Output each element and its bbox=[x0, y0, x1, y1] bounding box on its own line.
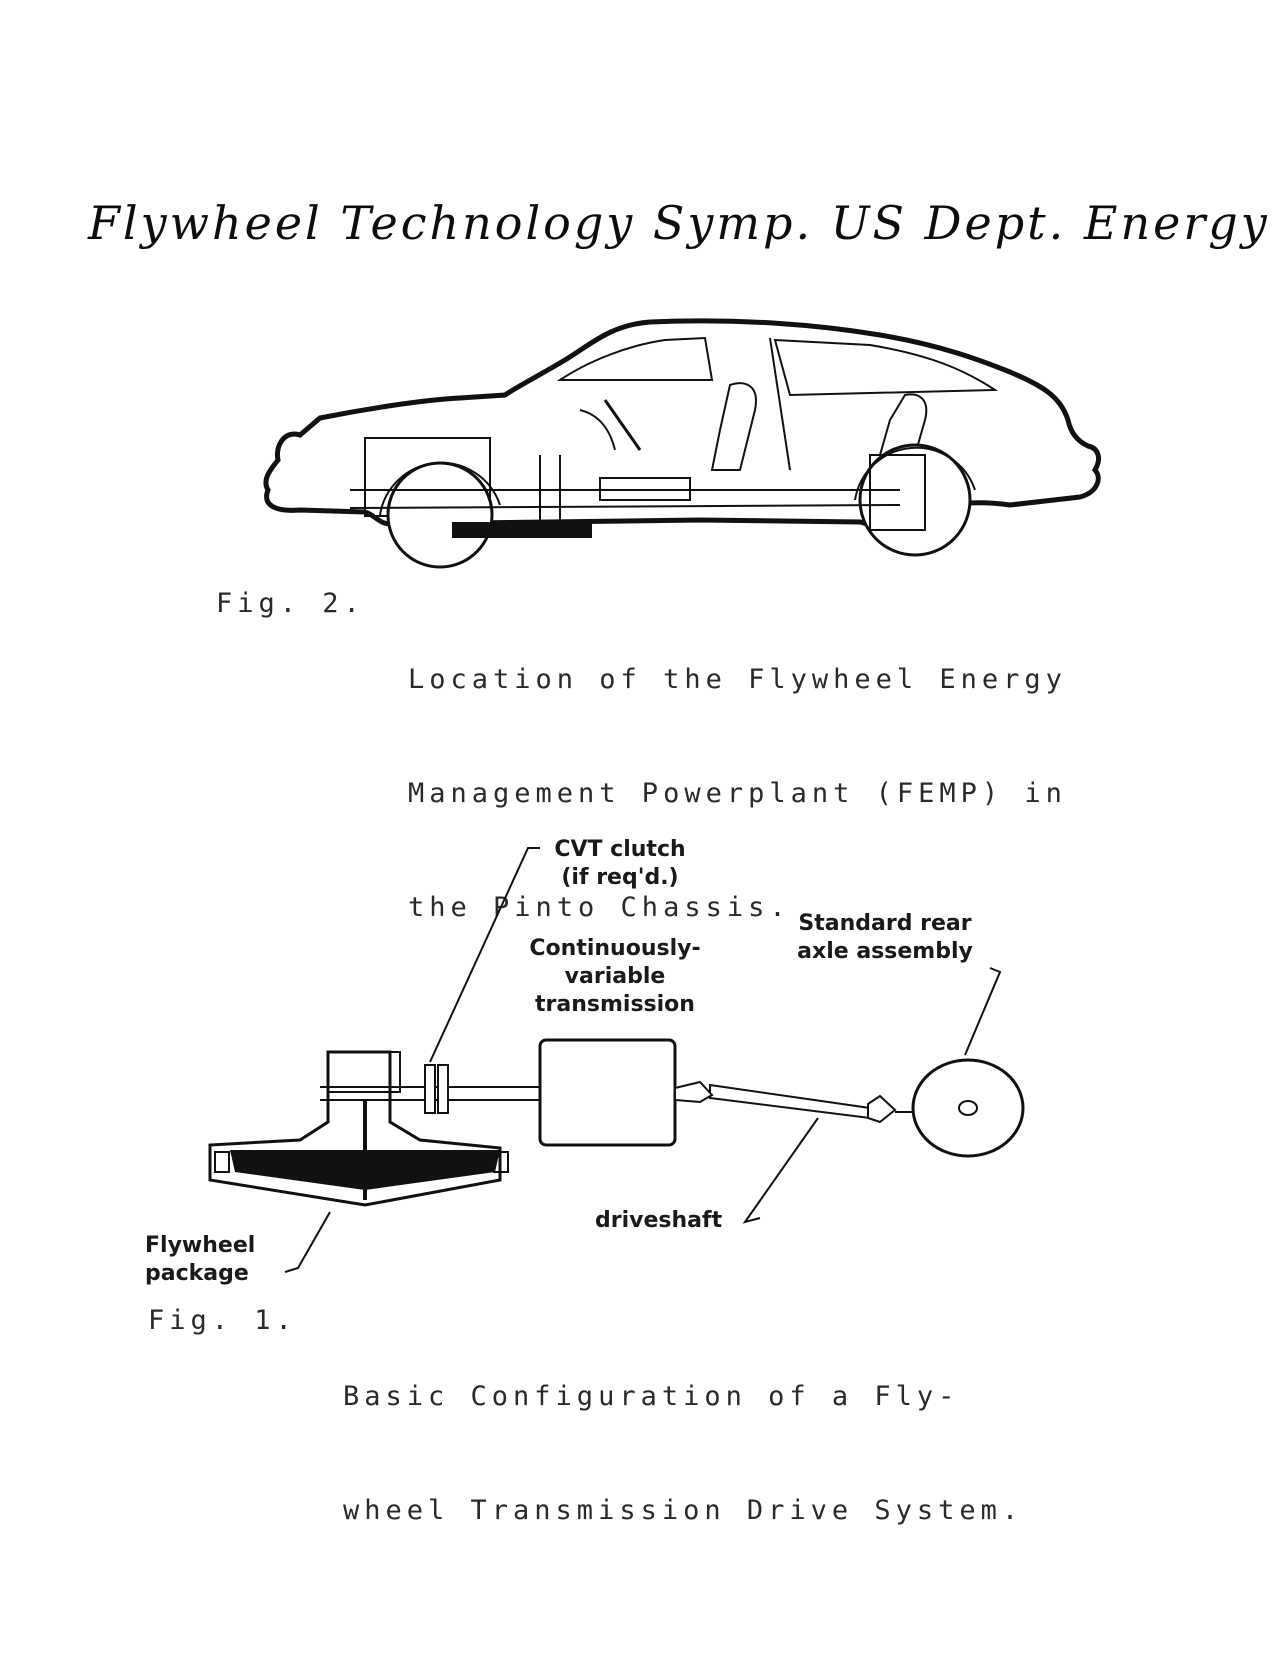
cvt-label-line-2: variable bbox=[564, 964, 666, 989]
cvt-clutch bbox=[424, 1064, 436, 1114]
rear-axle-label: Standard rear axle assembly bbox=[775, 910, 995, 966]
figure-2-caption-line-2: Management Powerplant (FEMP) in bbox=[408, 778, 1067, 809]
rear-axle-assembly bbox=[911, 1058, 1025, 1158]
driveshaft-label: driveshaft bbox=[595, 1208, 723, 1233]
cvt-box bbox=[538, 1038, 677, 1147]
rear-axle-label-line-2: axle assembly bbox=[797, 939, 973, 964]
flywheel-package-label: Flywheel package bbox=[145, 1232, 255, 1288]
rear-wheel bbox=[858, 443, 972, 557]
rear-axle-label-line-1: Standard rear bbox=[798, 911, 972, 936]
driveshaft bbox=[709, 1083, 871, 1120]
car-window-rear bbox=[773, 338, 999, 397]
figure-2-caption-line-3: the Pinto Chassis. bbox=[408, 892, 791, 923]
figure-1-caption-line-1: Basic Configuration of a Fly- bbox=[343, 1381, 960, 1412]
cvt-label-line-1: Continuously- bbox=[529, 936, 701, 961]
figure-1-label: Fig. 1. bbox=[148, 1305, 297, 1336]
rear-axle-leader bbox=[964, 967, 1002, 1056]
figure-2-caption: Fig. 2. Location of the Flywheel Energy … bbox=[216, 585, 1062, 923]
pinto-chassis-illustration bbox=[263, 318, 1101, 569]
cvt-clutch-leader bbox=[429, 847, 540, 1063]
cvt-clutch-label-line-1: CVT clutch bbox=[554, 837, 686, 862]
cvt-clutch-label: CVT clutch (if req'd.) bbox=[520, 836, 720, 892]
flywheel-package-leader bbox=[284, 1211, 331, 1273]
figure-1-caption-line-2: wheel Transmission Drive System. bbox=[343, 1495, 1024, 1526]
figure-1-caption: Fig. 1. Basic Configuration of a Fly- wh… bbox=[148, 1302, 1018, 1526]
cvt-label: Continuously- variable transmission bbox=[505, 935, 725, 1019]
figure-2-label: Fig. 2. bbox=[216, 588, 365, 619]
femp-flywheel-unit bbox=[452, 522, 592, 538]
front-seat bbox=[710, 382, 757, 471]
driveshaft-leader bbox=[742, 1117, 819, 1224]
figure-2-caption-line-1: Location of the Flywheel Energy bbox=[408, 664, 1067, 695]
flywheel-package-label-line-2: package bbox=[145, 1261, 249, 1286]
cvt-clutch-label-line-2: (if req'd.) bbox=[561, 865, 679, 890]
cvt-label-line-3: transmission bbox=[535, 992, 695, 1017]
handwritten-header-note: Flywheel Technology Symp. US Dept. Energ… bbox=[88, 196, 1270, 250]
flywheel-housing bbox=[208, 1050, 502, 1207]
drivetrain-diagram bbox=[208, 847, 1025, 1273]
flywheel-package-label-line-1: Flywheel bbox=[145, 1233, 256, 1258]
car-body-outline bbox=[263, 318, 1101, 530]
car-window-front bbox=[556, 336, 714, 381]
